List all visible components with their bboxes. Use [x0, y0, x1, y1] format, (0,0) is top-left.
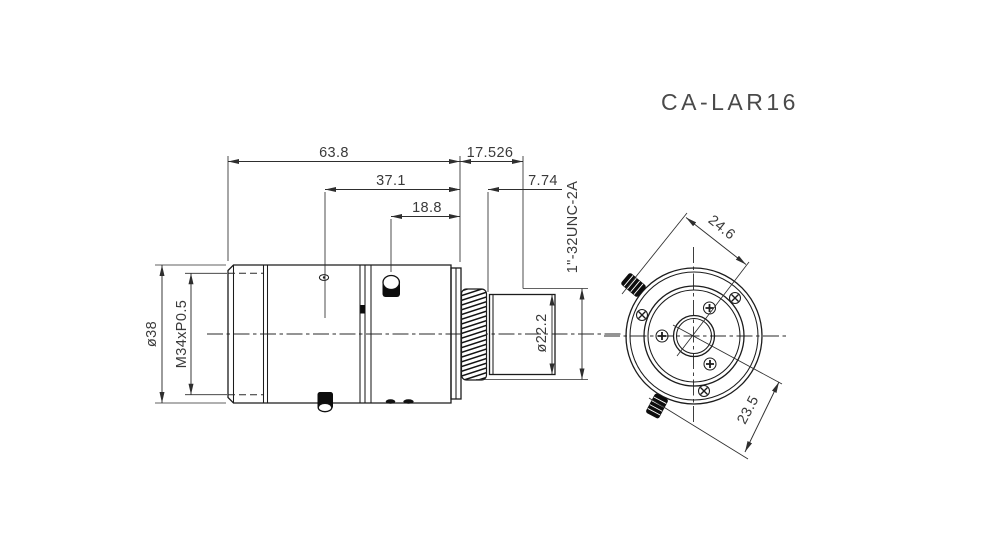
front-view: 24.6 23.5	[604, 212, 786, 460]
mid-circle	[643, 285, 745, 387]
outer-screw	[697, 384, 711, 398]
bottom-slot	[385, 399, 396, 404]
dim-outer-diameter: ø38	[144, 321, 160, 347]
drawing-title: CA-LAR16	[661, 89, 799, 115]
focus-set-screw	[318, 274, 330, 281]
top-thumbscrew	[382, 274, 401, 297]
rear-barrel	[488, 293, 556, 376]
dim-filter-thread: M34xP0.5	[174, 300, 190, 369]
center-bore	[672, 314, 716, 358]
front-lower-thumbscrew	[646, 393, 668, 419]
outer-screw	[635, 308, 649, 322]
detent-pin	[360, 305, 365, 314]
front-dim-lower: 23.5	[648, 324, 783, 460]
inner-screw	[703, 357, 717, 371]
mount-thread-hatched	[460, 288, 488, 381]
dim-mount-thread: 1"-32UNC-2A	[565, 181, 581, 274]
bottom-thumbscrew	[317, 392, 333, 413]
dim-rear-protrusion: 7.74	[528, 173, 558, 189]
outer-circle-inner	[629, 271, 759, 401]
dim-screw-offset: 18.8	[412, 200, 442, 216]
bottom-slot	[403, 399, 414, 404]
dim-overall-length: 63.8	[319, 145, 349, 161]
side-view: 63.8 17.526 37.1 7.74 18.8 ø38 M34xP0.5	[144, 145, 622, 413]
mid-circle-inner	[647, 289, 741, 383]
dim-flange-focal-distance: 17.526	[467, 145, 514, 161]
front-upper-thumbscrew	[621, 273, 646, 297]
side-dimensions: 63.8 17.526 37.1 7.74 18.8 ø38 M34xP0.5	[144, 145, 588, 404]
outer-screw	[728, 291, 742, 305]
dim-upper-thumbscrew-offset: 24.6	[705, 212, 738, 243]
dim-lower-thumbscrew-offset: 23.5	[734, 393, 762, 427]
dim-mid-length: 37.1	[376, 173, 406, 189]
center-bore-inner	[675, 317, 713, 355]
dim-rear-barrel-diameter: ø22.2	[534, 313, 550, 352]
inner-screw	[655, 329, 669, 343]
outer-circle	[625, 267, 763, 405]
